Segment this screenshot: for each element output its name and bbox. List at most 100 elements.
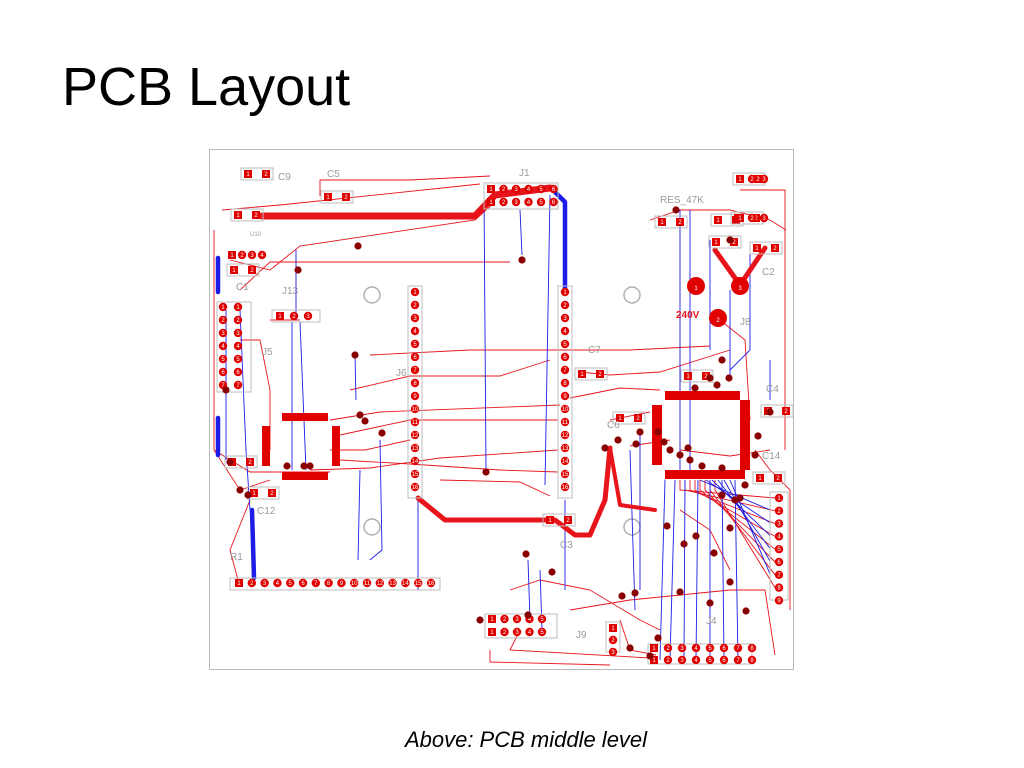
svg-text:6: 6	[722, 646, 726, 652]
svg-text:1: 1	[232, 268, 236, 274]
svg-text:2: 2	[503, 630, 507, 636]
svg-text:3: 3	[777, 522, 781, 528]
svg-text:2: 2	[750, 177, 754, 183]
svg-text:5: 5	[540, 617, 544, 623]
svg-text:7: 7	[563, 368, 567, 374]
svg-text:16: 16	[428, 581, 435, 587]
svg-text:16: 16	[562, 485, 569, 491]
label-voltage: 240V	[676, 310, 700, 321]
image-caption: Above: PCB middle level	[404, 727, 648, 752]
svg-text:3: 3	[221, 331, 225, 337]
svg-text:4: 4	[528, 630, 532, 636]
svg-text:1: 1	[580, 372, 584, 378]
svg-text:15: 15	[412, 472, 419, 478]
svg-text:1: 1	[618, 416, 622, 422]
svg-text:5: 5	[413, 342, 417, 348]
svg-text:3: 3	[680, 646, 684, 652]
svg-text:1: 1	[777, 496, 781, 502]
svg-text:5: 5	[539, 187, 543, 193]
svg-text:2: 2	[248, 460, 252, 466]
label-c5: C5	[327, 169, 340, 180]
svg-text:8: 8	[413, 381, 417, 387]
label-c6: C6	[607, 420, 620, 431]
svg-text:7: 7	[413, 368, 417, 374]
svg-text:2: 2	[344, 195, 348, 201]
svg-text:14: 14	[402, 581, 409, 587]
svg-text:4: 4	[528, 617, 532, 623]
svg-text:1: 1	[694, 286, 698, 292]
label-j9: J9	[576, 630, 587, 641]
svg-text:1: 1	[660, 220, 664, 226]
svg-text:3: 3	[250, 253, 254, 259]
svg-text:3: 3	[236, 331, 240, 337]
svg-text:1: 1	[652, 646, 656, 652]
svg-text:1: 1	[230, 253, 234, 259]
svg-text:2: 2	[254, 213, 258, 219]
svg-text:2: 2	[250, 268, 254, 274]
svg-text:1: 1	[237, 581, 241, 587]
svg-text:9: 9	[563, 394, 567, 400]
svg-text:12: 12	[376, 581, 383, 587]
svg-text:5: 5	[563, 342, 567, 348]
svg-text:2: 2	[777, 509, 781, 515]
svg-text:14: 14	[412, 459, 419, 465]
svg-text:2: 2	[704, 374, 708, 380]
svg-text:3: 3	[263, 581, 267, 587]
svg-text:8: 8	[750, 646, 754, 652]
svg-text:6: 6	[563, 355, 567, 361]
svg-text:2: 2	[784, 409, 788, 415]
power-traces	[215, 184, 768, 581]
svg-text:1: 1	[611, 626, 615, 632]
svg-text:11: 11	[364, 581, 371, 587]
label-c12: C12	[257, 506, 276, 517]
svg-text:12: 12	[412, 433, 419, 439]
svg-text:7: 7	[236, 383, 240, 389]
svg-text:3: 3	[514, 187, 518, 193]
svg-text:2: 2	[503, 617, 507, 623]
label-j13: J13	[282, 286, 299, 297]
svg-text:4: 4	[563, 329, 567, 335]
svg-text:3: 3	[514, 200, 518, 206]
slide-title: PCB Layout	[62, 57, 351, 117]
svg-text:2: 2	[250, 581, 254, 587]
svg-text:4: 4	[236, 344, 240, 350]
svg-text:1: 1	[236, 305, 240, 311]
svg-text:8: 8	[750, 658, 754, 664]
svg-text:7: 7	[777, 573, 781, 579]
label-c9: C9	[278, 172, 291, 183]
svg-text:5: 5	[777, 547, 781, 553]
svg-text:8: 8	[777, 586, 781, 592]
svg-text:4: 4	[694, 658, 698, 664]
svg-text:9: 9	[777, 598, 781, 604]
svg-text:1: 1	[716, 218, 720, 224]
svg-text:1: 1	[652, 658, 656, 664]
svg-text:1: 1	[755, 246, 759, 252]
svg-text:5: 5	[289, 581, 293, 587]
svg-text:2: 2	[270, 491, 274, 497]
svg-text:6: 6	[221, 370, 225, 376]
svg-text:6: 6	[236, 370, 240, 376]
svg-text:2: 2	[732, 240, 736, 246]
svg-text:6: 6	[301, 581, 305, 587]
svg-text:4: 4	[694, 646, 698, 652]
svg-text:8: 8	[327, 581, 331, 587]
svg-text:1: 1	[548, 518, 552, 524]
svg-text:3: 3	[515, 617, 519, 623]
label-c3: C3	[560, 540, 573, 551]
svg-text:2: 2	[292, 314, 296, 320]
svg-text:1: 1	[563, 290, 567, 296]
svg-text:4: 4	[260, 253, 264, 259]
svg-text:6: 6	[552, 200, 556, 206]
svg-text:2: 2	[716, 318, 720, 324]
svg-text:11: 11	[562, 420, 569, 426]
vias	[222, 206, 774, 660]
svg-text:4: 4	[777, 534, 781, 540]
svg-text:2: 2	[636, 416, 640, 422]
svg-text:10: 10	[562, 407, 569, 413]
svg-text:9: 9	[413, 394, 417, 400]
svg-text:5: 5	[708, 658, 712, 664]
svg-text:14: 14	[562, 459, 569, 465]
svg-text:3: 3	[563, 316, 567, 322]
label-r1: R1	[230, 552, 243, 563]
silkscreen-labels: C9 C5 J1 RES_47K U10 C1 J13 J5 J6 C7 C2 …	[230, 168, 781, 641]
